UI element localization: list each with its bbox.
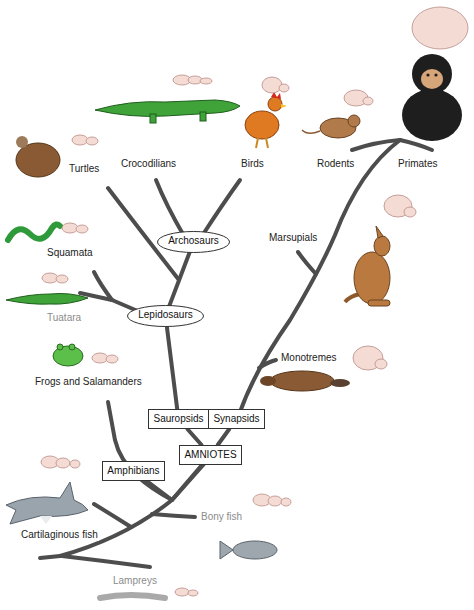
clade-name: Synapsids — [209, 413, 264, 425]
clade-name: Sauropsids — [149, 413, 208, 425]
taxon-label: Squamata — [46, 247, 94, 259]
clade-box: Sauropsids — [148, 409, 209, 429]
taxon-label: Crocodilians — [120, 158, 177, 170]
tree-branch — [187, 429, 201, 445]
clade-ellipse: Lepidosaurs — [127, 305, 204, 327]
tree-branches — [40, 140, 432, 567]
taxon-label: Bony fish — [200, 511, 243, 523]
clade-name: AMNIOTES — [180, 449, 241, 461]
brain-icons — [41, 7, 468, 596]
taxon-label: Primates — [397, 158, 438, 170]
clade-name: Lepidosaurs — [127, 309, 204, 321]
shark — [6, 482, 88, 524]
tree-branch — [170, 253, 190, 305]
taxon-label: Tuatara — [46, 312, 82, 324]
crocodile — [95, 100, 240, 123]
clade-box: AMNIOTES — [179, 445, 242, 465]
snake — [8, 224, 60, 240]
taxon-label: Lampreys — [112, 575, 158, 587]
taxon-label: Rodents — [316, 158, 355, 170]
frog — [53, 344, 83, 366]
taxon-label: Monotremes — [280, 352, 338, 364]
platypus — [260, 371, 350, 391]
clade-name: Archosaurs — [157, 235, 230, 247]
taxon-label: Frogs and Salamanders — [34, 376, 143, 388]
chimpanzee — [402, 54, 462, 141]
clade-box: Amphibians — [102, 461, 165, 481]
taxon-label: Cartilaginous fish — [20, 529, 99, 541]
kangaroo — [345, 226, 390, 306]
chicken — [245, 92, 287, 148]
lamprey — [100, 595, 165, 598]
rodent — [302, 115, 360, 138]
clade-ellipse: Archosaurs — [157, 231, 230, 253]
tree-branch — [167, 327, 177, 409]
taxon-label: Marsupials — [268, 232, 318, 244]
taxon-label: Turtles — [68, 163, 100, 175]
tree-branch — [218, 429, 230, 445]
clade-box: Synapsids — [208, 409, 265, 429]
tuatara — [6, 294, 88, 305]
bony-fish — [220, 541, 277, 559]
clade-name: Amphibians — [103, 465, 164, 477]
turtle — [16, 136, 60, 177]
taxon-label: Birds — [240, 158, 265, 170]
